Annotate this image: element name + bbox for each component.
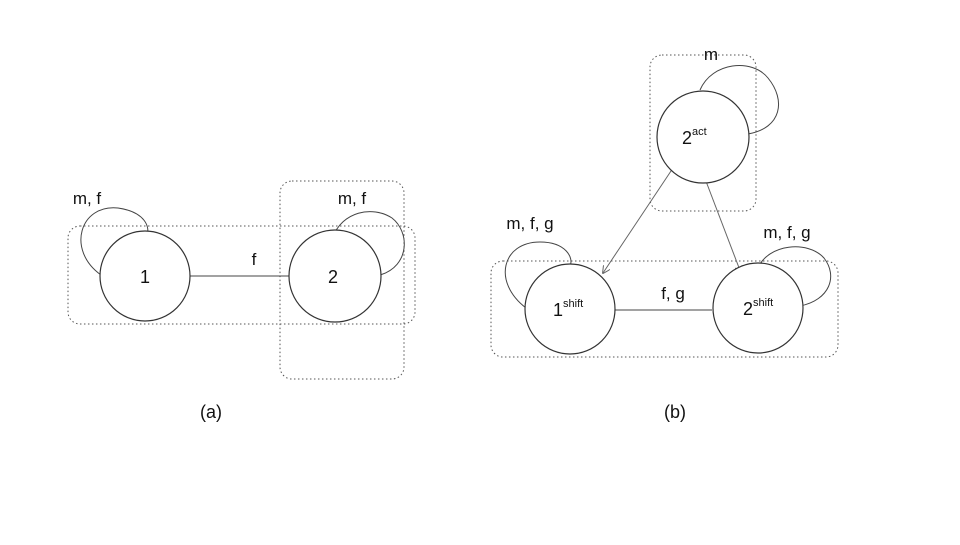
node-1shift-label: 1shift xyxy=(553,298,583,320)
group-box-vertical-a xyxy=(279,180,405,380)
self-loop-node-2-label: m, f xyxy=(338,189,367,208)
node-1shift xyxy=(524,263,616,355)
node-2shift-label-sup: shift xyxy=(753,297,773,309)
node-2act-label-sup: act xyxy=(692,126,707,138)
group-box-vertical-b xyxy=(649,54,757,212)
node-2shift-label: 2shift xyxy=(743,297,773,319)
edge-1shift-2shift-label: f, g xyxy=(661,284,685,303)
caption-a: (a) xyxy=(200,402,222,422)
node-2-label: 2 xyxy=(328,267,338,287)
edge-1-2-label: f xyxy=(252,250,257,269)
self-loop-node-2act-label: m xyxy=(704,45,718,64)
node-1shift-label-sup: shift xyxy=(563,298,583,310)
self-loop-node-2shift-label: m, f, g xyxy=(763,223,810,242)
node-1shift-label-base: 1 xyxy=(553,300,563,320)
node-2act-label: 2act xyxy=(682,126,707,148)
self-loop-node-1-label: m, f xyxy=(73,189,102,208)
arrow-2act-to-1shift xyxy=(603,167,674,273)
diagram-a: f m, f 1 m, f 2 (a) xyxy=(67,180,416,422)
self-loop-node-2shift xyxy=(757,246,832,307)
caption-b: (b) xyxy=(664,402,686,422)
node-1-label: 1 xyxy=(140,267,150,287)
self-loop-node-1shift-label: m, f, g xyxy=(506,214,553,233)
node-2act xyxy=(656,90,750,184)
group-box-horizontal-b xyxy=(490,260,839,358)
self-loop-node-2act xyxy=(699,65,780,135)
arrow-2act-to-2shift xyxy=(703,175,741,273)
node-2shift-label-base: 2 xyxy=(743,299,753,319)
node-2shift xyxy=(712,262,804,354)
node-2act-label-base: 2 xyxy=(682,128,692,148)
group-box-horizontal-a xyxy=(67,225,416,325)
self-loop-node-1 xyxy=(80,207,149,276)
node-2 xyxy=(288,229,382,323)
node-1 xyxy=(99,230,191,322)
diagram-b: m 2act f, g m, f, g 1shift m, f, g 2shif… xyxy=(490,45,839,422)
self-loop-node-2 xyxy=(332,211,405,276)
self-loop-node-1shift xyxy=(504,241,572,309)
